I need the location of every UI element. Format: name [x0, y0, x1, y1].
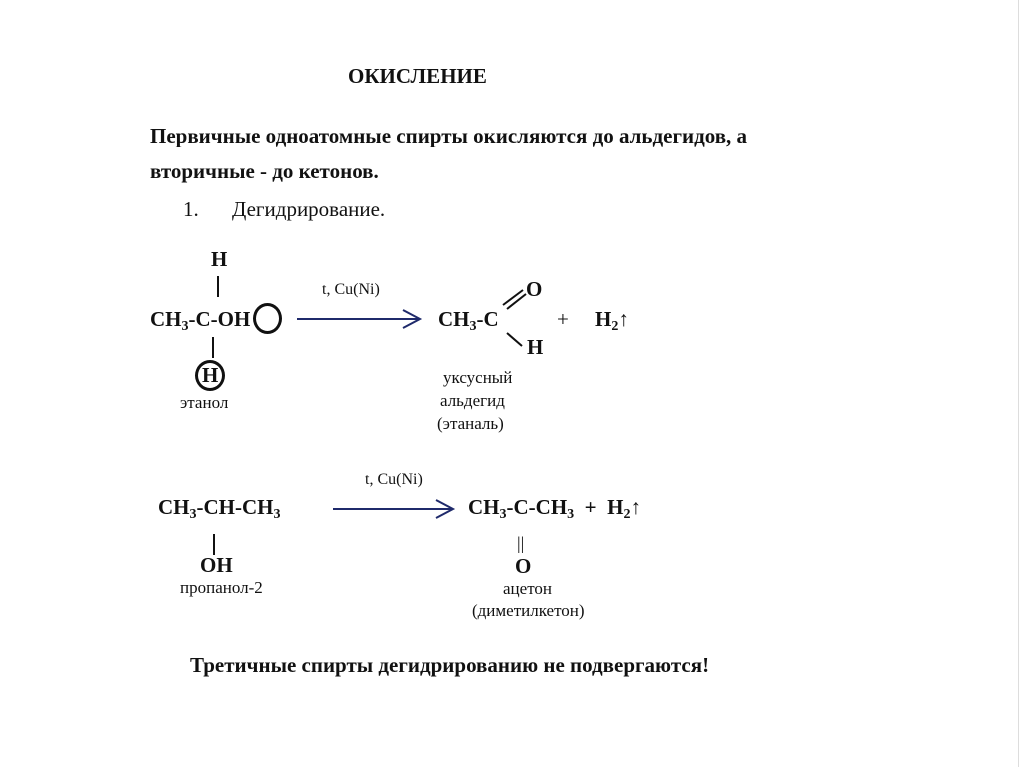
propanol-name: пропанол-2 [180, 578, 263, 597]
acetaldehyde-formula: CH3-C [438, 307, 499, 334]
acetone-name: ацетон [503, 579, 552, 598]
formula-text: -C [476, 307, 499, 331]
formula-subscript: 2 [611, 319, 619, 334]
aldehyde-hydrogen: H [527, 335, 544, 359]
formula-text: ↑ [630, 495, 641, 519]
product-name-line-2: альдегид [440, 391, 505, 410]
formula-text: -C-CH [506, 495, 568, 519]
intro-line-1: Первичные одноатомные спирты окисляются … [150, 126, 748, 147]
ketone-oxygen: O [515, 554, 532, 578]
formula-subscript: 3 [273, 507, 281, 522]
product-name-line-3: (этаналь) [437, 414, 504, 433]
intro-line-2: вторичные - до кетонов. [150, 159, 379, 183]
aldehyde-double-bond [502, 289, 527, 310]
formula-text: H [595, 307, 612, 331]
formula-subscript: 3 [567, 507, 575, 522]
formula-subscript: 3 [181, 319, 189, 334]
reaction1-arrow [297, 309, 423, 329]
section-number: 1. [183, 197, 199, 221]
reaction2-conditions: t, Cu(Ni) [365, 471, 423, 488]
ethanol-formula: CH3-C-OH [150, 307, 251, 334]
hydrogen-gas: H2↑ [595, 307, 629, 334]
propanol-formula: CH3-CH-CH3 [158, 495, 281, 522]
reaction2-arrow [333, 499, 456, 519]
formula-text: CH [150, 307, 182, 331]
formula-subscript: 2 [623, 507, 631, 522]
slide-title: ОКИСЛЕНИЕ [348, 64, 487, 88]
formula-text: CH [158, 495, 190, 519]
acetone-equation: CH3-C-CH3 + H2↑ [468, 495, 641, 522]
formula-text: CH [438, 307, 470, 331]
reaction1-conditions: t, Cu(Ni) [322, 281, 380, 298]
section-label: Дегидрирование. [232, 197, 386, 221]
conclusion: Третичные спирты дегидрированию не подве… [190, 653, 710, 677]
ethanol-top-hydrogen: H [211, 247, 228, 271]
acetone-alt-name: (диметилкетон) [472, 601, 585, 620]
formula-text: -CH-CH [196, 495, 274, 519]
formula-subscript: 3 [189, 507, 197, 522]
double-bond: || [517, 533, 525, 553]
hydrogen-highlight-circle [253, 303, 282, 334]
bond-line [217, 276, 219, 297]
formula-text: CH [468, 495, 500, 519]
propanol-hydroxyl: OH [200, 553, 233, 577]
plus-sign: + [557, 307, 569, 331]
bond-line [212, 337, 214, 358]
slide-border [1018, 0, 1019, 767]
aldehyde-single-bond [506, 332, 523, 347]
aldehyde-oxygen: O [526, 277, 543, 301]
ethanol-name: этанол [180, 393, 229, 412]
formula-subscript: 3 [469, 319, 477, 334]
formula-text: ↑ [618, 307, 629, 331]
formula-subscript: 3 [499, 507, 507, 522]
bond-line [213, 534, 215, 555]
formula-text: -C-OH [188, 307, 251, 331]
product-name-line-1: уксусный [443, 368, 513, 387]
formula-text: + H [574, 495, 624, 519]
hydrogen-highlight-circle [195, 360, 225, 391]
